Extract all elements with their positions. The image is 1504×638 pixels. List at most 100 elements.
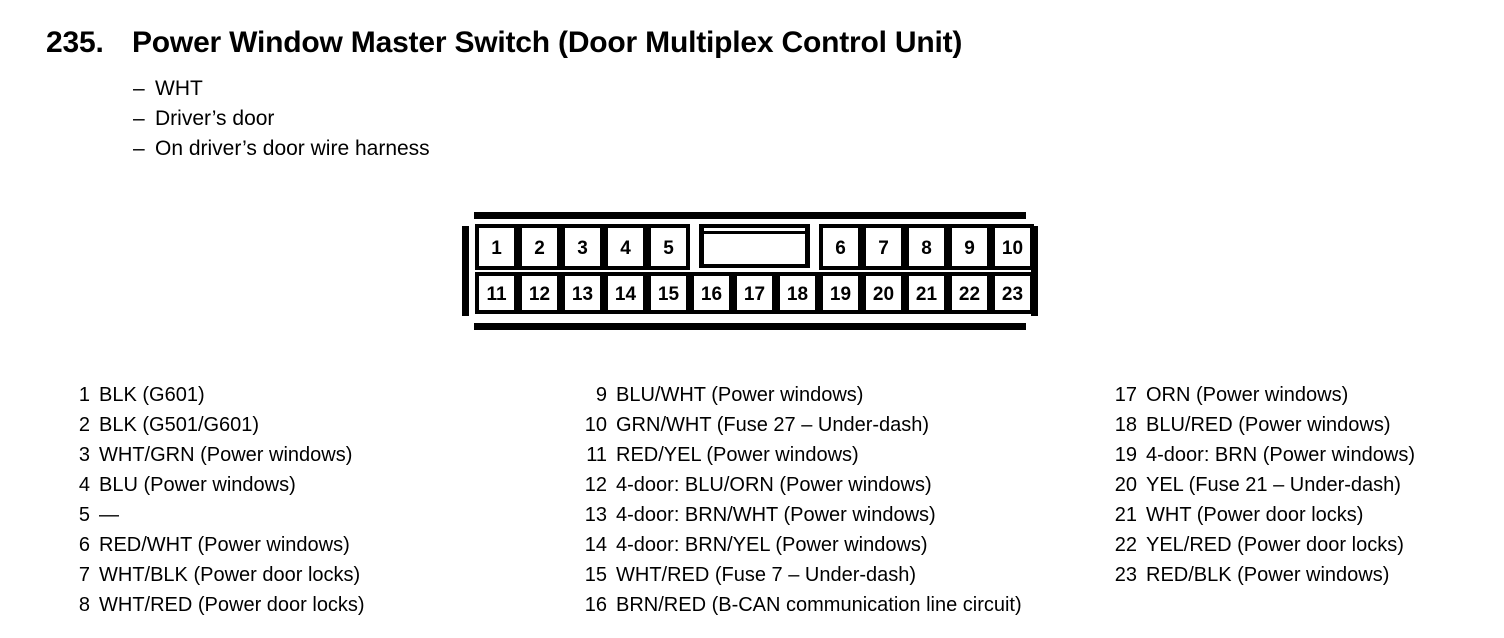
pin-number: 5 bbox=[78, 504, 90, 526]
page-title: 235. Power Window Master Switch (Door Mul… bbox=[46, 24, 962, 62]
connector-pin-14: 14 bbox=[615, 284, 637, 305]
pin-number: 17 bbox=[1114, 384, 1137, 406]
connector-pin-11: 11 bbox=[486, 284, 507, 305]
pin-wire-description: BLK (G601) bbox=[99, 384, 205, 406]
pin-description-row: 15 WHT/RED (Fuse 7 – Under-dash) bbox=[581, 560, 1022, 590]
connector-pin-16: 16 bbox=[701, 284, 722, 305]
pin-wire-description: — bbox=[99, 504, 119, 526]
pin-wire-description: BLU/RED (Power windows) bbox=[1146, 414, 1391, 436]
pin-number: 19 bbox=[1114, 444, 1137, 466]
pin-number: 11 bbox=[586, 444, 607, 466]
connector-pin-21: 21 bbox=[916, 284, 938, 305]
pin-number: 6 bbox=[78, 534, 90, 556]
pin-wire-description: WHT/GRN (Power windows) bbox=[99, 444, 353, 466]
pin-description-row: 2 BLK (G501/G601) bbox=[64, 410, 365, 440]
connector-pin-2: 2 bbox=[534, 238, 545, 259]
pin-description-row: 7 WHT/BLK (Power door locks) bbox=[64, 560, 365, 590]
pin-description-row: 1 BLK (G601) bbox=[64, 380, 365, 410]
pin-description-row: 10 GRN/WHT (Fuse 27 – Under-dash) bbox=[581, 410, 1022, 440]
pin-wire-description: 4-door: BRN (Power windows) bbox=[1146, 444, 1415, 466]
pin-number: 2 bbox=[78, 414, 90, 436]
pin-wire-description: WHT (Power door locks) bbox=[1146, 504, 1364, 526]
pin-number: 18 bbox=[1114, 414, 1137, 436]
pin-number: 7 bbox=[78, 564, 90, 586]
pin-number: 1 bbox=[78, 384, 90, 406]
connector-pin-22: 22 bbox=[959, 284, 980, 305]
connector-pin-23: 23 bbox=[1002, 284, 1023, 305]
pin-description-row: 5— bbox=[64, 500, 365, 530]
subtitle-line: –Driver’s door bbox=[133, 104, 430, 134]
connector-pin-1: 1 bbox=[491, 238, 502, 259]
pin-number: 3 bbox=[78, 444, 90, 466]
pin-number: 23 bbox=[1114, 564, 1137, 586]
pin-number: 22 bbox=[1114, 534, 1137, 556]
connector-pin-3: 3 bbox=[577, 238, 588, 259]
pin-description-row: 12 4-door: BLU/ORN (Power windows) bbox=[581, 470, 1022, 500]
pin-wire-description: 4-door: BRN/WHT (Power windows) bbox=[616, 504, 936, 526]
pin-wire-description: YEL (Fuse 21 – Under-dash) bbox=[1146, 474, 1401, 496]
pin-number: 14 bbox=[584, 534, 607, 556]
pin-number: 12 bbox=[584, 474, 607, 496]
pin-wire-description: BLK (G501/G601) bbox=[99, 414, 260, 436]
page-title-text: Power Window Master Switch (Door Multipl… bbox=[132, 26, 963, 59]
pin-wire-description: RED/WHT (Power windows) bbox=[99, 534, 350, 556]
subtitle-line: –On driver’s door wire harness bbox=[133, 134, 430, 164]
pin-wire-description: YEL/RED (Power door locks) bbox=[1146, 534, 1404, 556]
subtitle-dash: – bbox=[133, 77, 145, 100]
subtitle-text: On driver’s door wire harness bbox=[155, 137, 430, 160]
pin-description-row: 23 RED/BLK (Power windows) bbox=[1111, 560, 1415, 590]
connector-pin-13: 13 bbox=[572, 284, 593, 305]
pin-number: 4 bbox=[78, 474, 90, 496]
pin-description-row: 20 YEL (Fuse 21 – Under-dash) bbox=[1111, 470, 1415, 500]
pin-wire-description: BRN/RED (B-CAN communication line circui… bbox=[616, 594, 1022, 616]
connector-pin-12: 12 bbox=[529, 284, 550, 305]
pin-wire-description: RED/BLK (Power windows) bbox=[1146, 564, 1390, 586]
pin-description-row: 11 RED/YEL (Power windows) bbox=[581, 440, 1022, 470]
connector-pin-9: 9 bbox=[964, 238, 975, 259]
connector-pin-15: 15 bbox=[658, 284, 680, 305]
subtitle-dash: – bbox=[133, 107, 145, 130]
pin-description-row: 6 RED/WHT (Power windows) bbox=[64, 530, 365, 560]
pin-number: 20 bbox=[1114, 474, 1137, 496]
pin-number: 8 bbox=[78, 594, 90, 616]
connector-pin-5: 5 bbox=[663, 238, 674, 259]
pin-number: 21 bbox=[1114, 504, 1137, 526]
connector-pin-8: 8 bbox=[921, 238, 932, 259]
subtitle-line: –WHT bbox=[133, 74, 430, 104]
page-title-number: 235. bbox=[46, 26, 104, 59]
pin-description-row: 17 ORN (Power windows) bbox=[1111, 380, 1415, 410]
pin-wire-description: 4-door: BRN/YEL (Power windows) bbox=[616, 534, 928, 556]
subtitle-text: WHT bbox=[155, 77, 203, 100]
pin-wire-description: WHT/BLK (Power door locks) bbox=[99, 564, 361, 586]
connector-pin-7: 7 bbox=[878, 238, 889, 259]
connector-pin-10: 10 bbox=[1002, 238, 1023, 259]
connector-pin-17: 17 bbox=[744, 284, 765, 305]
pin-number: 16 bbox=[584, 594, 607, 616]
pin-wire-description: 4-door: BLU/ORN (Power windows) bbox=[616, 474, 932, 496]
pin-description-row: 19 4-door: BRN (Power windows) bbox=[1111, 440, 1415, 470]
pin-description-column-1: 1 BLK (G601) 2 BLK (G501/G601) 3 WHT/GRN (Pow… bbox=[64, 380, 365, 620]
pin-wire-description: RED/YEL (Power windows) bbox=[616, 444, 859, 466]
connector-pin-6: 6 bbox=[835, 238, 846, 259]
pin-description-row: 18 BLU/RED (Power windows) bbox=[1111, 410, 1415, 440]
subtitle-text: Driver’s door bbox=[155, 107, 275, 130]
pin-description-row: 22 YEL/RED (Power door locks) bbox=[1111, 530, 1415, 560]
pin-wire-description: ORN (Power windows) bbox=[1146, 384, 1349, 406]
pin-number: 15 bbox=[584, 564, 607, 586]
pin-number: 10 bbox=[584, 414, 607, 436]
connector-pin-19: 19 bbox=[830, 284, 851, 305]
pin-wire-description: WHT/RED (Fuse 7 – Under-dash) bbox=[616, 564, 917, 586]
pin-wire-description: BLU/WHT (Power windows) bbox=[616, 384, 864, 406]
pin-wire-description: BLU (Power windows) bbox=[99, 474, 296, 496]
pin-description-row: 16 BRN/RED (B-CAN communication line circ… bbox=[581, 590, 1022, 620]
pin-description-column-3: 17 ORN (Power windows) 18 BLU/RED (Power wi… bbox=[1111, 380, 1415, 590]
connector-pin-18: 18 bbox=[787, 284, 808, 305]
pin-description-row: 21 WHT (Power door locks) bbox=[1111, 500, 1415, 530]
pin-wire-description: GRN/WHT (Fuse 27 – Under-dash) bbox=[616, 414, 930, 436]
pin-description-row: 14 4-door: BRN/YEL (Power windows) bbox=[581, 530, 1022, 560]
